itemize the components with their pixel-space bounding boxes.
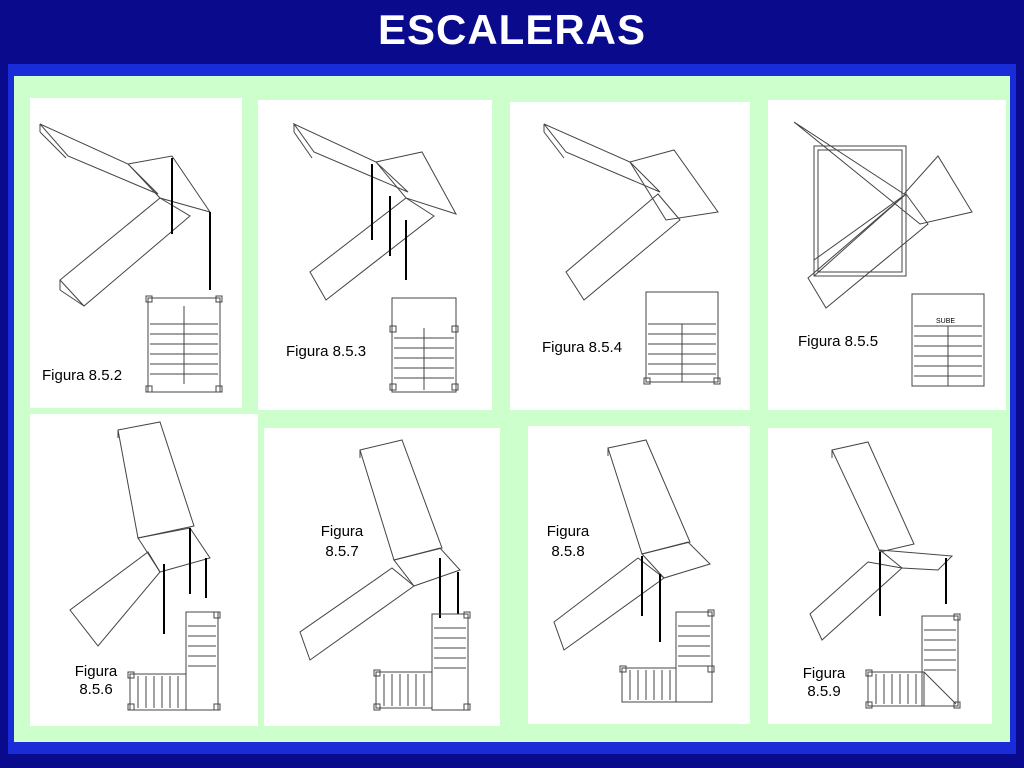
stair-drawing-8-5-5 bbox=[793, 121, 985, 387]
figure-caption-line1: Figura bbox=[802, 665, 846, 682]
stair-plan-8-5-8 bbox=[619, 609, 715, 703]
figure-caption: Figura 8.5.4 bbox=[542, 339, 623, 356]
figure-caption-line2: 8.5.6 bbox=[79, 681, 113, 698]
figure-caption-line2: 8.5.9 bbox=[807, 683, 841, 700]
stair-plan-8-5-4 bbox=[643, 291, 721, 385]
figure-card-8-5-9: Figura 8.5.9 bbox=[768, 428, 992, 724]
figure-caption-line2: 8.5.8 bbox=[551, 543, 585, 560]
title-bar bbox=[0, 0, 1024, 62]
figure-card-8-5-2: Figura 8.5.2 bbox=[30, 98, 242, 408]
stair-drawing-8-5-2 bbox=[39, 123, 223, 393]
figure-card-8-5-8: Figura 8.5.8 bbox=[528, 426, 750, 724]
stair-plan-8-5-5 bbox=[911, 293, 985, 387]
figure-card-8-5-4: Figura 8.5.4 bbox=[510, 102, 750, 410]
stair-plan-8-5-7 bbox=[373, 611, 471, 711]
figure-card-8-5-5: Figura 8.5.5 SUBE bbox=[768, 100, 1006, 410]
page-title: ESCALERAS bbox=[377, 6, 647, 53]
stair-plan-8-5-3 bbox=[389, 297, 459, 393]
figure-card-8-5-7: Figura 8.5.7 bbox=[264, 428, 500, 726]
stair-drawing-8-5-8 bbox=[553, 439, 715, 703]
plan-label-sube: SUBE bbox=[936, 318, 956, 325]
figure-caption-line1: Figura bbox=[320, 523, 364, 540]
figure-card-8-5-6: Figura 8.5.6 bbox=[30, 414, 258, 726]
figure-caption-line2: 8.5.7 bbox=[325, 543, 359, 560]
stair-plan-8-5-2 bbox=[145, 295, 223, 393]
stair-drawing-8-5-6 bbox=[69, 421, 221, 711]
figure-caption: Figura 8.5.2 bbox=[42, 367, 123, 384]
figure-caption: Figura 8.5.5 bbox=[798, 333, 879, 350]
figure-caption-line1: Figura bbox=[546, 523, 590, 540]
stair-plan-8-5-6 bbox=[127, 611, 221, 711]
stair-drawing-8-5-4 bbox=[543, 123, 721, 385]
stair-drawing-8-5-7 bbox=[299, 439, 471, 711]
figure-caption-line1: Figura bbox=[74, 663, 118, 680]
stair-drawing-8-5-3 bbox=[292, 122, 459, 393]
stair-drawing-8-5-9 bbox=[809, 441, 961, 709]
stair-plan-8-5-9 bbox=[865, 613, 961, 709]
figure-card-8-5-3: Figura 8.5.3 bbox=[258, 100, 492, 410]
figure-caption: Figura 8.5.3 bbox=[286, 343, 367, 360]
